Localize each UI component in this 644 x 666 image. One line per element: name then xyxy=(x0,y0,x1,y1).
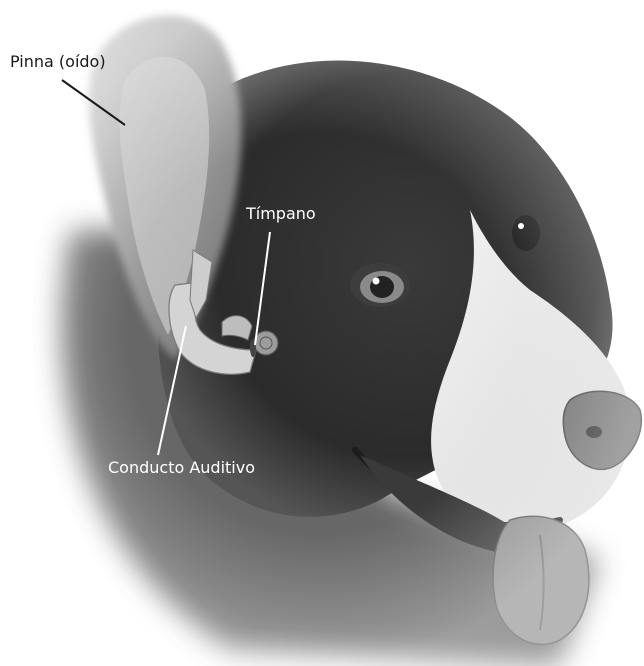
pinna-label: Pinna (oído) xyxy=(10,52,106,71)
timpano-label: Tímpano xyxy=(246,204,316,223)
conducto-auditivo-label: Conducto Auditivo xyxy=(108,458,255,477)
